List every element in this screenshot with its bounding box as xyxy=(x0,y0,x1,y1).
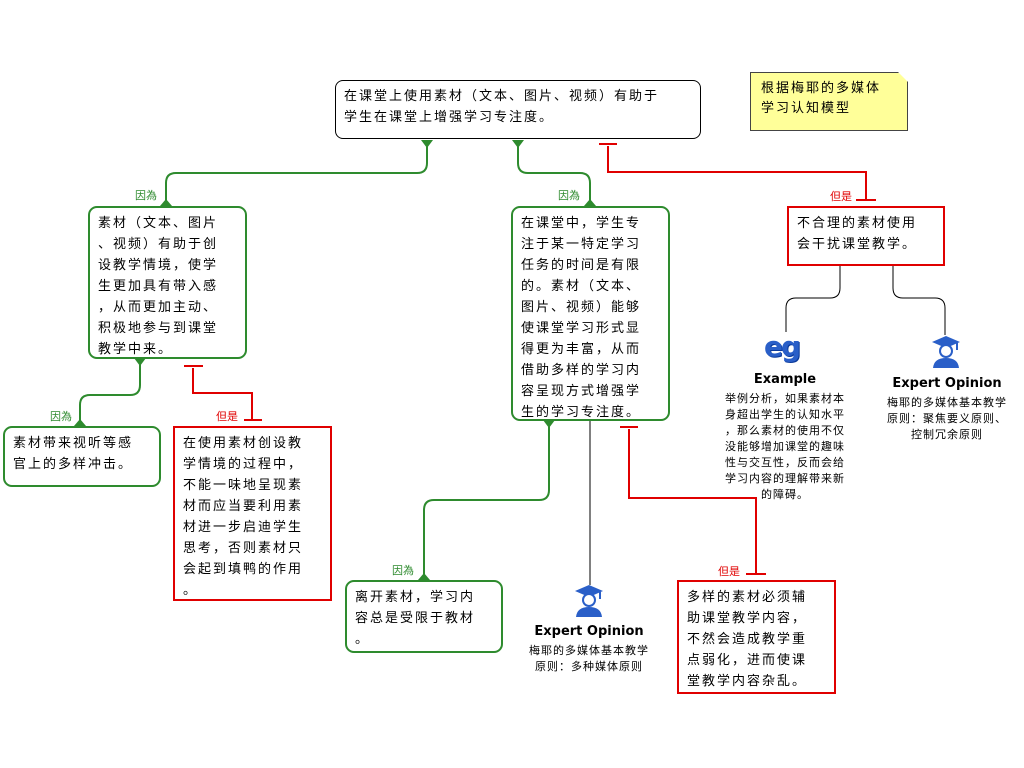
text-line: 材而应当要利用素 xyxy=(183,499,304,514)
text-line: 会干扰课堂教学。 xyxy=(797,237,918,252)
text-line: 在课堂中，学生专 xyxy=(521,216,642,231)
text-line: 官上的多样冲击。 xyxy=(13,457,134,472)
text-line: 容总是受限于教材 xyxy=(355,611,476,626)
text-line: 的障碍。 xyxy=(761,488,809,501)
text-line: 原则：聚焦要义原则、 xyxy=(887,412,1007,425)
claim-line: 在课堂上使用素材（文本、图片、视频）有助于 xyxy=(344,89,660,104)
text-line: 得更为丰富，从而 xyxy=(521,342,642,357)
text-line: ，从而更加主动、 xyxy=(98,300,219,315)
main-claim-box[interactable]: 在课堂上使用素材（文本、图片、视频）有助于 学生在课堂上增强学习专注度。 xyxy=(335,80,701,139)
graduate-icon xyxy=(932,336,960,368)
note-line: 根据梅耶的多媒体 xyxy=(761,81,882,96)
objection-box-c[interactable]: 不合理的素材使用 会干扰课堂教学。 xyxy=(787,206,945,266)
text-line: 设教学情境，使学 xyxy=(98,258,219,273)
text-line: 材进一步启迪学生 xyxy=(183,520,304,535)
text-line: 在使用素材创设教 xyxy=(183,436,304,451)
text-line: 使课堂学习形式显 xyxy=(521,321,642,336)
text-line: 梅耶的多媒体基本教学 xyxy=(529,644,649,657)
objection-box-e[interactable]: 在使用素材创设教 学情境的过程中， 不能一味地呈现素 材而应当要利用素 材进一步… xyxy=(173,426,332,601)
text-line: 。 xyxy=(355,632,371,647)
but-label: 但是 xyxy=(216,410,238,423)
text-line: 会起到填鸭的作用 xyxy=(183,562,304,577)
example-icon: eg xyxy=(764,330,801,363)
note-line: 学习认知模型 xyxy=(761,101,852,116)
example-node[interactable]: Example 举例分析，如果素材本 身超出学生的认知水平 ，那么素材的使用不仅… xyxy=(700,372,870,503)
example-title: Example xyxy=(753,372,817,387)
text-line: 不然会造成教学重 xyxy=(687,632,808,647)
reason-box-f[interactable]: 离开素材，学习内 容总是受限于教材 。 xyxy=(345,580,503,653)
expert-opinion-node-middle[interactable]: Expert Opinion 梅耶的多媒体基本教学 原则：多种媒体原则 xyxy=(512,624,666,675)
text-line: 梅耶的多媒体基本教学 xyxy=(887,396,1007,409)
text-line: 助课堂教学内容， xyxy=(687,611,808,626)
text-line: 生更加具有带入感 xyxy=(98,279,219,294)
text-line: 原则：多种媒体原则 xyxy=(535,660,643,673)
text-line: 性与交互性，反而会给 xyxy=(725,456,845,469)
objection-box-g[interactable]: 多样的素材必须辅 助课堂教学内容， 不然会造成教学重 点弱化，进而使课 堂教学内… xyxy=(677,580,836,694)
text-line: 身超出学生的认知水平 xyxy=(725,408,845,421)
because-label: 因為 xyxy=(558,189,580,202)
text-line: 积极地参与到课堂 xyxy=(98,321,219,336)
text-line: ，那么素材的使用不仅 xyxy=(725,424,845,437)
text-line: 离开素材，学习内 xyxy=(355,590,476,605)
text-line: 堂教学内容杂乱。 xyxy=(687,674,808,689)
reason-box-d[interactable]: 素材带来视听等感 官上的多样冲击。 xyxy=(3,426,161,487)
text-line: 思考，否则素材只 xyxy=(183,541,304,556)
text-line: 任务的时间是有限 xyxy=(521,258,642,273)
reason-box-b[interactable]: 在课堂中，学生专 注于某一特定学习 任务的时间是有限 的。素材（文本、 图片、视… xyxy=(511,206,670,421)
reason-box-a[interactable]: 素材（文本、图片 、视频）有助于创 设教学情境，使学 生更加具有带入感 ，从而更… xyxy=(88,206,247,359)
text-line: 的。素材（文本、 xyxy=(521,279,642,294)
text-line: 图片、视频）能够 xyxy=(521,300,642,315)
text-line: 点弱化，进而使课 xyxy=(687,653,808,668)
text-line: 不能一味地呈现素 xyxy=(183,478,304,493)
text-line: 。 xyxy=(183,583,199,598)
text-line: 容呈现方式增强学 xyxy=(521,384,642,399)
expert-title: Expert Opinion xyxy=(534,624,644,639)
text-line: 多样的素材必须辅 xyxy=(687,590,808,605)
text-line: 借助多样的学习内 xyxy=(521,363,642,378)
text-line: 学习内容的理解带来新 xyxy=(725,472,845,485)
because-label: 因為 xyxy=(392,564,414,577)
text-line: 素材带来视听等感 xyxy=(13,436,134,451)
text-line: 注于某一特定学习 xyxy=(521,237,642,252)
text-line: 素材（文本、图片 xyxy=(98,216,219,231)
text-line: 不合理的素材使用 xyxy=(797,216,918,231)
expert-title: Expert Opinion xyxy=(892,376,1002,391)
text-line: 教学中来。 xyxy=(98,342,174,357)
text-line: 控制冗余原则 xyxy=(911,428,983,441)
because-label: 因為 xyxy=(50,410,72,423)
text-line: 学情境的过程中， xyxy=(183,457,304,472)
but-label: 但是 xyxy=(830,190,852,203)
expert-opinion-node-right[interactable]: Expert Opinion 梅耶的多媒体基本教学 原则：聚焦要义原则、 控制冗… xyxy=(870,376,1024,443)
text-line: 举例分析，如果素材本 xyxy=(725,392,845,405)
but-label: 但是 xyxy=(718,565,740,578)
graduate-icon xyxy=(575,585,603,617)
claim-line: 学生在课堂上增强学习专注度。 xyxy=(344,110,555,125)
text-line: 生的学习专注度。 xyxy=(521,405,642,420)
because-label: 因為 xyxy=(135,189,157,202)
text-line: 没能够增加课堂的趣味 xyxy=(725,440,845,453)
text-line: 、视频）有助于创 xyxy=(98,237,219,252)
source-note[interactable]: 根据梅耶的多媒体 学习认知模型 xyxy=(750,72,908,131)
